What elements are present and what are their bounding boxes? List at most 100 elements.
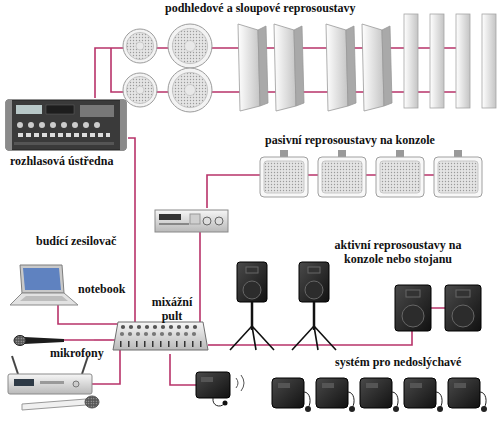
device-label: notebook [78, 282, 128, 296]
flat-column-speaker [430, 14, 444, 108]
active-speaker [308, 267, 320, 273]
microphone [12, 356, 18, 374]
hearing-assist-system [213, 398, 224, 406]
device-label: rozhlasová ústředna [10, 154, 128, 168]
active-speaker [456, 290, 470, 297]
pa-control-unit [120, 100, 126, 150]
microphone [8, 374, 92, 394]
ceiling-speaker [168, 24, 212, 68]
pa-control-unit: rozhlasová ústředna [4, 98, 128, 174]
signal-cable [128, 138, 135, 294]
hearing-assist-system [392, 392, 398, 408]
column-speaker [294, 26, 304, 106]
mixing-console [122, 332, 198, 336]
speaker-tripod [230, 302, 336, 350]
speaker-tripod [252, 302, 314, 330]
flat-column-speaker [482, 14, 496, 108]
device-label: aktivní reprosoustavy na konzole nebo st… [328, 238, 468, 266]
column-speaker [238, 24, 392, 111]
flat-column-speaker [456, 14, 470, 108]
hearing-assist-system [304, 392, 310, 408]
flat-column-speaker [404, 14, 496, 108]
hearing-assist-system [272, 378, 304, 408]
hearing-assist-system [436, 392, 442, 408]
ceiling-speaker [185, 41, 196, 52]
active-speaker [305, 281, 323, 299]
signal-cable [95, 48, 110, 98]
passive-speaker [376, 157, 424, 197]
ceiling-speaker [185, 85, 196, 96]
microphone [40, 381, 64, 384]
notebook-illustration [20, 265, 64, 293]
ceiling-speaker [123, 73, 157, 107]
device-label: pasivní reprosoustavy na konzole [265, 133, 493, 147]
notebook-illustration [10, 265, 78, 305]
device-label: mikrofony [50, 346, 112, 360]
driver-amplifier [203, 217, 211, 225]
ceiling-speaker [126, 32, 153, 59]
pa-control-unit [6, 100, 12, 150]
passive-speaker [264, 161, 304, 193]
column-speaker [258, 26, 268, 106]
hearing-assist-system [349, 406, 355, 412]
notebook-illustration [23, 268, 61, 290]
driver-amplifier [155, 210, 228, 232]
passive-speaker [438, 161, 478, 193]
active-speaker [246, 267, 258, 273]
driver-amplifier [159, 223, 189, 225]
active-speaker [237, 262, 267, 302]
active-speaker [402, 305, 424, 327]
hearing-assist-system [404, 378, 436, 408]
flat-column-speaker [404, 14, 418, 108]
hearing-assist-system [278, 383, 290, 388]
hearing-assist-system [316, 378, 348, 408]
ceiling-speaker [168, 68, 212, 112]
ceiling-speaker [123, 29, 157, 63]
device-label: podhledové a sloupové reprosoustavy [165, 1, 405, 15]
ceiling-speaker [123, 24, 212, 112]
driver-amplifier: budící zesilovač [35, 208, 230, 250]
column-speaker [326, 24, 348, 111]
hearing-assist-system [481, 406, 487, 412]
device-label: mixážní pult [146, 295, 198, 323]
pa-control-unit [46, 105, 74, 114]
active-speaker-group: aktivní reprosoustavy na konzole nebo st… [220, 236, 496, 352]
notebook-illustration [10, 293, 78, 305]
speaker-tripod [230, 326, 336, 350]
ceiling-speaker [136, 42, 144, 50]
hearing-assist-system [366, 383, 378, 388]
microphone [14, 336, 26, 346]
active-speaker [406, 290, 420, 297]
hearing-assist-system: systém pro nedoslýchavé [190, 352, 496, 420]
pa-control-unit [80, 105, 114, 117]
mixing-console [123, 325, 197, 329]
mixing-console [113, 322, 208, 350]
ceiling-speaker [172, 28, 207, 63]
speaker-group: podhledové a sloupové reprosoustavy [110, 0, 498, 112]
column-speaker [238, 24, 260, 111]
signal-cable [58, 310, 112, 324]
driver-amplifier [155, 210, 228, 232]
device-label: budící zesilovač [36, 234, 146, 248]
passive-speaker [260, 150, 482, 197]
hearing-assist-system [410, 383, 422, 388]
microphone [73, 381, 79, 387]
microphone [22, 399, 86, 410]
ceiling-speaker [136, 86, 144, 94]
active-speaker [445, 285, 481, 331]
hearing-assist-system [305, 406, 311, 412]
ceiling-speaker [172, 72, 207, 107]
active-speaker [395, 285, 431, 331]
hearing-assist-system [196, 372, 230, 398]
hearing-assist-system [223, 401, 228, 406]
active-speaker [452, 305, 474, 327]
signal-cable [94, 339, 112, 341]
signal-cable [199, 250, 201, 294]
column-speaker [346, 26, 356, 106]
pa-control-unit [20, 122, 108, 128]
signal-cable [207, 175, 255, 208]
pa-control-unit [6, 100, 126, 150]
passive-speaker [380, 161, 420, 193]
driver-amplifier [215, 217, 223, 225]
